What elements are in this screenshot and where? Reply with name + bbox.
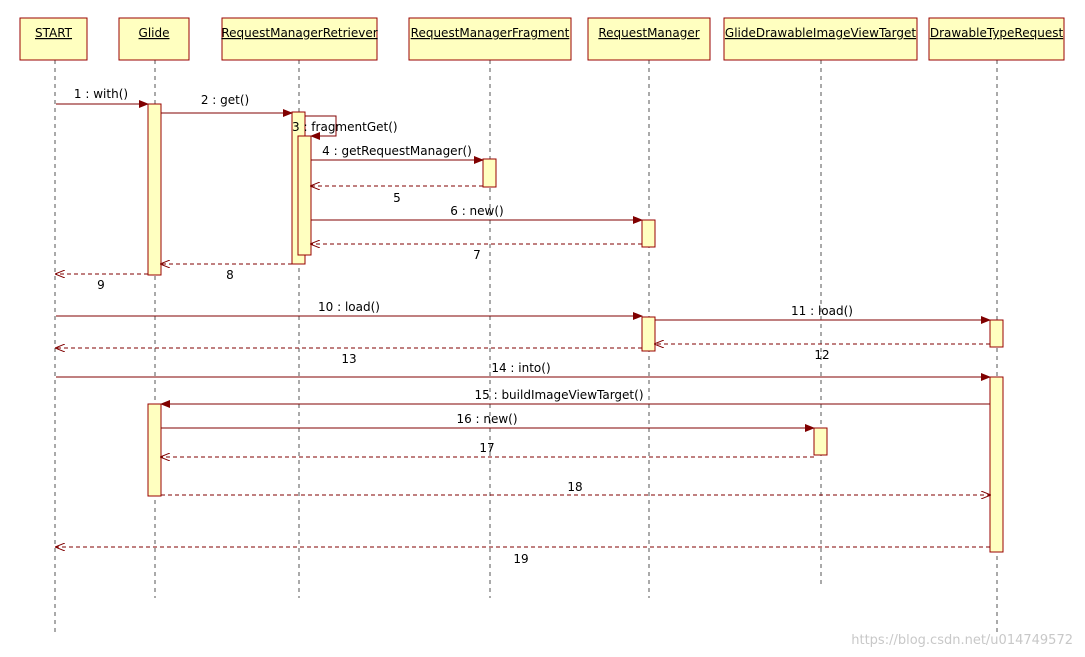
activation-bar-glide <box>147 403 162 497</box>
participant-box-rmf <box>408 17 572 61</box>
participant-label-start: START <box>35 26 73 40</box>
participant-label-gdivt: GlideDrawableImageViewTarget <box>725 26 916 40</box>
message-label-16: 16 : new() <box>456 412 517 426</box>
message-label-18: 18 <box>567 480 582 494</box>
watermark: https://blog.csdn.net/u014749572 <box>851 633 1073 648</box>
message-label-4: 4 : getRequestManager() <box>322 144 472 158</box>
message-label-1: 1 : with() <box>74 87 128 101</box>
participant-label-dtr: DrawableTypeRequest <box>930 26 1064 40</box>
message-label-9: 9 <box>97 278 105 292</box>
message-label-19: 19 <box>513 552 528 566</box>
message-label-6: 6 : new() <box>450 204 503 218</box>
activation-bar-rmf <box>482 158 497 188</box>
activation-bar-gdivt <box>813 427 828 456</box>
message-label-10: 10 : load() <box>318 300 380 314</box>
activation-bar-glide <box>147 103 162 276</box>
participant-box-glide <box>118 17 190 61</box>
activation-bar-dtr <box>989 376 1004 553</box>
message-label-17: 17 <box>479 441 494 455</box>
participant-box-gdivt <box>723 17 918 61</box>
participant-label-rmr: RequestManagerRetriever <box>221 26 377 40</box>
participant-box-dtr <box>928 17 1065 61</box>
message-label-3: 3 : fragmentGet() <box>292 120 398 134</box>
participant-label-glide: Glide <box>139 26 170 40</box>
message-label-14: 14 : into() <box>491 361 550 375</box>
activation-bar-rmr <box>297 135 312 256</box>
message-label-15: 15 : buildImageViewTarget() <box>475 388 644 402</box>
activation-bar-rm <box>641 219 656 248</box>
participant-label-rm: RequestManager <box>598 26 699 40</box>
message-label-13: 13 <box>341 352 356 366</box>
message-label-5: 5 <box>393 191 401 205</box>
participant-box-rm <box>587 17 711 61</box>
participant-box-rmr <box>221 17 378 61</box>
participant-box-start <box>19 17 88 61</box>
message-label-8: 8 <box>226 268 234 282</box>
message-arrow-3 <box>305 115 337 140</box>
message-label-11: 11 : load() <box>791 304 853 318</box>
activation-bar-dtr <box>989 319 1004 348</box>
message-label-7: 7 <box>473 248 481 262</box>
participant-label-rmf: RequestManagerFragment <box>411 26 570 40</box>
message-label-2: 2 : get() <box>201 93 249 107</box>
activation-bar-rm <box>641 316 656 352</box>
message-label-12: 12 <box>814 348 829 362</box>
